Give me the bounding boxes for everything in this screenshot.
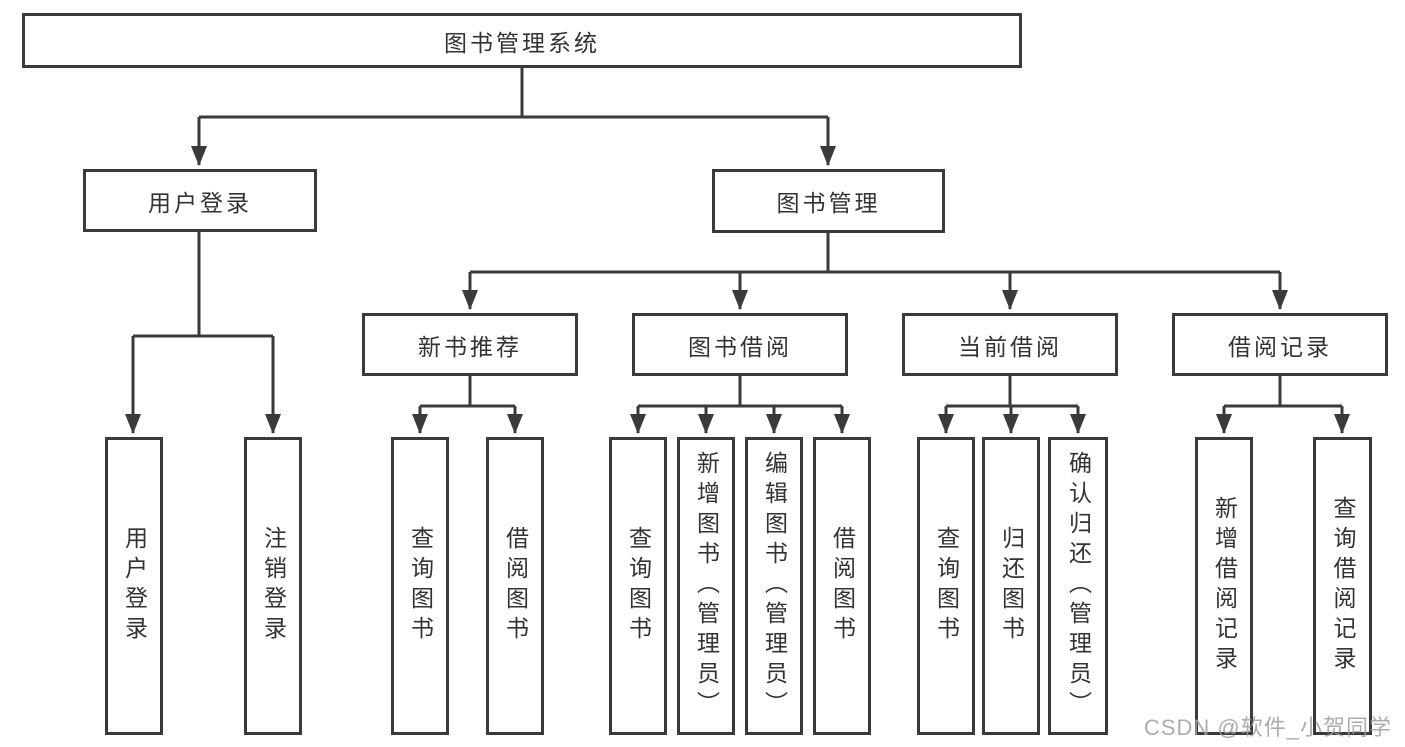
node-leaf-query-books-borrowing: 查询图书 — [609, 437, 667, 735]
node-leaf-logout: 注销登录 — [244, 437, 302, 735]
node-leaf-borrow-books: 借阅图书 — [813, 437, 871, 735]
node-leaf-query-books-recommend: 查询图书 — [391, 437, 449, 735]
node-leaf-confirm-return-admin: 确认归还（管理员） — [1048, 437, 1108, 735]
node-leaf-edit-books-admin: 编辑图书（管理员） — [745, 437, 803, 735]
node-book-borrowing: 图书借阅 — [632, 313, 848, 376]
node-book-management: 图书管理 — [712, 169, 945, 233]
node-borrowing-records: 借阅记录 — [1172, 313, 1388, 376]
node-new-book-recommendation: 新书推荐 — [362, 313, 578, 376]
node-leaf-add-borrow-record: 新增借阅记录 — [1195, 437, 1253, 735]
watermark: CSDN @软件_小贺同学 — [1143, 715, 1392, 740]
node-leaf-return-books: 归还图书 — [982, 437, 1040, 735]
node-leaf-query-books-current: 查询图书 — [917, 437, 975, 735]
node-root: 图书管理系统 — [22, 13, 1022, 68]
node-leaf-user-login: 用户登录 — [105, 437, 163, 735]
node-leaf-query-borrow-record: 查询借阅记录 — [1313, 437, 1372, 735]
node-user-login: 用户登录 — [83, 169, 317, 232]
node-leaf-borrow-books-recommend: 借阅图书 — [486, 437, 544, 735]
node-current-borrowing: 当前借阅 — [902, 313, 1118, 376]
node-leaf-add-books-admin: 新增图书（管理员） — [677, 437, 735, 735]
